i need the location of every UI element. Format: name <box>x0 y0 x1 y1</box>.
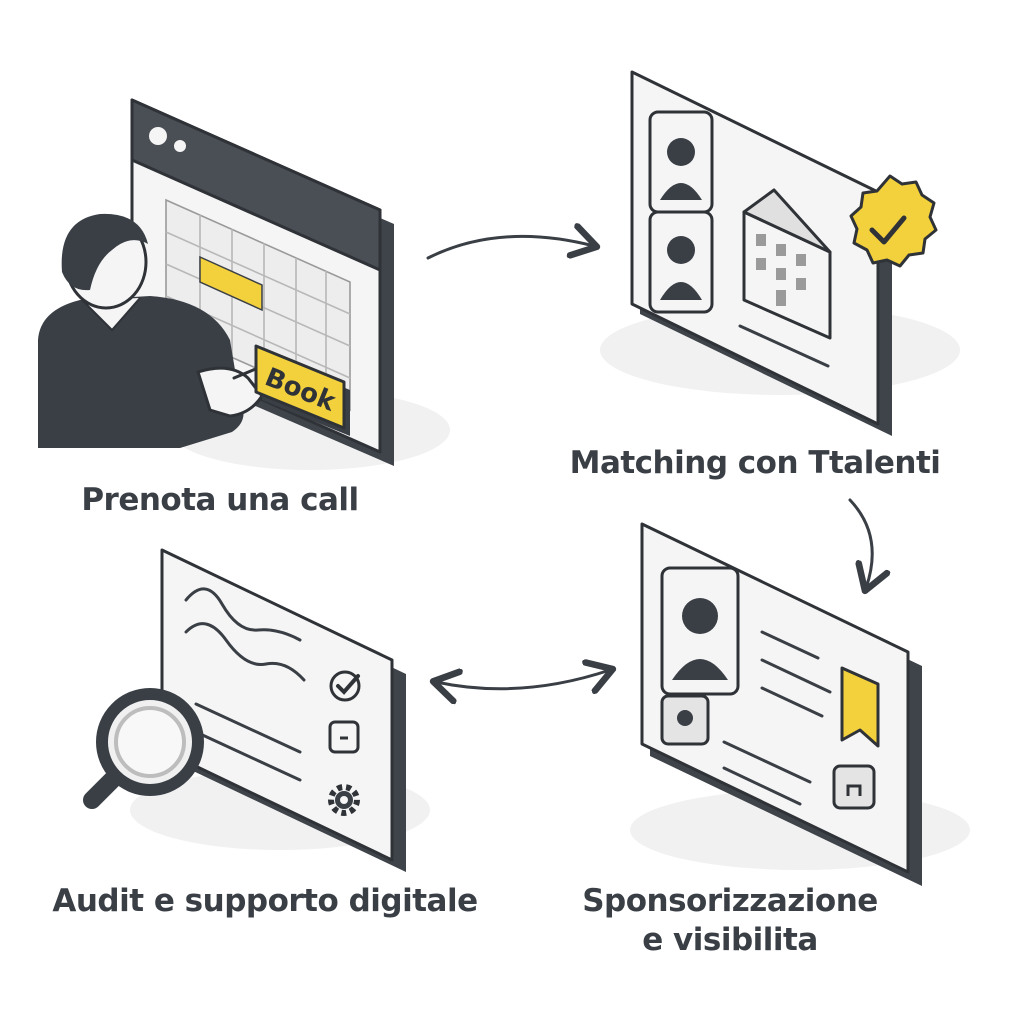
arrow-match-to-spons <box>848 498 872 588</box>
caption-audit: Audit e supporto digitale <box>52 883 478 919</box>
window-titlebar <box>130 98 382 272</box>
person-pointing-icon <box>38 213 264 448</box>
chart-panel-icon <box>184 587 306 782</box>
building-icon <box>742 188 832 340</box>
caption-spons-line1: Sponsorizzazione <box>582 883 878 919</box>
arrow-audit-spons <box>436 670 610 689</box>
gear-icon <box>328 784 360 816</box>
profile-card-icon <box>648 110 714 314</box>
caption-prenota: Prenota una call <box>81 482 359 518</box>
step-audit-illustration <box>83 548 430 872</box>
check-icon <box>329 670 361 702</box>
bookmark-icon <box>840 666 880 748</box>
magnifier-icon <box>83 688 204 809</box>
profile-card-icon <box>660 566 740 746</box>
caption-spons-line2: e visibilita <box>642 921 818 958</box>
step-book-illustration: Book <box>38 98 450 470</box>
arrow-book-to-match <box>426 236 594 260</box>
small-square-icon <box>832 764 876 810</box>
calendar-highlight <box>199 255 263 312</box>
step-match-illustration <box>600 70 960 436</box>
verified-badge-icon <box>849 174 938 268</box>
caption-sponsorizzazione: Sponsorizzazione e visibilita <box>560 882 900 960</box>
step-spons-illustration <box>630 522 970 886</box>
caption-matching: Matching con Ttalenti <box>569 445 941 481</box>
